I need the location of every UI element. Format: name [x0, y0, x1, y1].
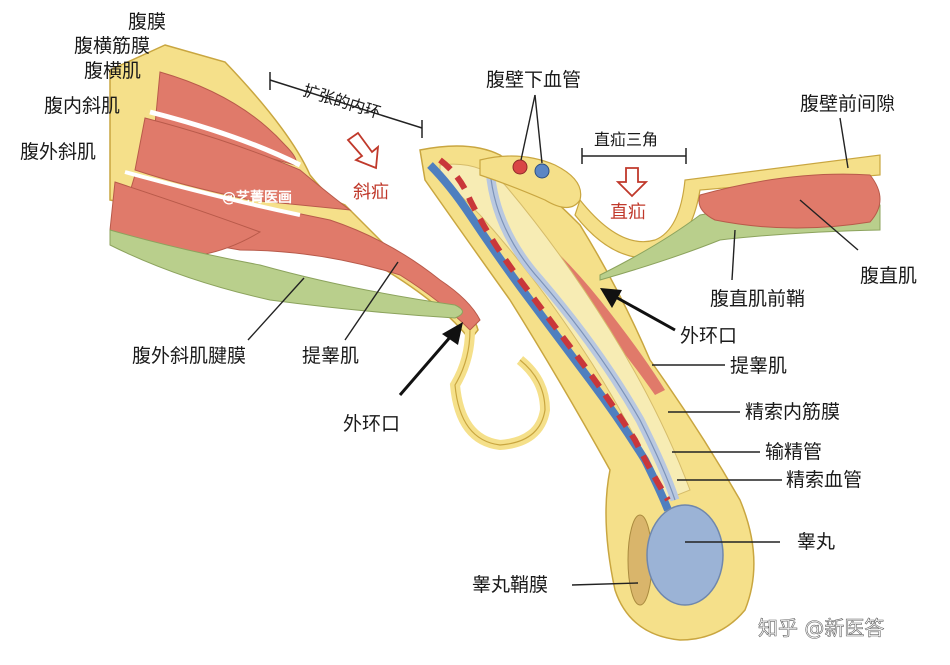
label-transversus-muscle: 腹横肌 [84, 60, 141, 82]
zhihu-logo-text: 知乎 @新医答 [758, 616, 884, 640]
testis [646, 504, 724, 606]
indirect-hernia-arrow [346, 131, 380, 170]
label-vas-deferens: 输精管 [765, 441, 822, 463]
label-external-oblique: 腹外斜肌 [20, 141, 96, 163]
label-spermatic-vessels: 精索血管 [786, 469, 862, 491]
leader-lines [247, 94, 859, 586]
label-hesselbach-triangle: 直疝三角 [594, 130, 658, 149]
label-cremaster-right: 提睾肌 [730, 355, 787, 377]
label-rectus-abdominis: 腹直肌 [860, 265, 917, 287]
label-external-ring-left: 外环口 [343, 413, 400, 435]
watermark: @艺菁医画 [222, 189, 292, 206]
epigastric-vein [534, 163, 550, 179]
internal-ring-bracket [269, 72, 423, 138]
internal-spermatic-fascia [439, 163, 691, 501]
label-peritoneum: 腹膜 [128, 11, 166, 33]
label-testis: 睾丸 [797, 531, 835, 553]
label-direct-hernia: 直疝 [610, 202, 646, 223]
direct-triangle-bracket [581, 148, 687, 164]
direct-hernia-arrow [615, 167, 649, 198]
epigastric-artery [512, 159, 528, 175]
label-external-ring-right: 外环口 [680, 325, 737, 347]
external-ring-arrow-right [600, 288, 676, 332]
label-dilated-internal-ring: 扩张的内环 [301, 81, 383, 123]
label-external-oblique-aponeurosis: 腹外斜肌腱膜 [132, 345, 246, 367]
labels: 腹膜 腹横筋膜 腹横肌 腹内斜肌 腹外斜肌 扩张的内环 斜疝 腹壁下血管 直疝三… [20, 11, 917, 640]
label-transversalis-fascia: 腹横筋膜 [74, 35, 150, 57]
label-cremaster-left: 提睾肌 [302, 345, 359, 367]
rectus-abdominis [698, 173, 881, 229]
label-preperitoneal-space: 腹壁前间隙 [800, 93, 895, 115]
label-internal-spermatic-fascia: 精索内筋膜 [745, 401, 840, 423]
abdominal-wall-left [109, 44, 481, 342]
internal-oblique-muscle [134, 117, 352, 211]
label-rectus-sheath: 腹直肌前鞘 [710, 288, 805, 310]
label-internal-oblique: 腹内斜肌 [44, 95, 120, 117]
label-inferior-epigastric-vessels: 腹壁下血管 [486, 69, 581, 91]
label-tunica-vaginalis: 睾丸鞘膜 [472, 574, 548, 596]
label-indirect-hernia: 斜疝 [353, 182, 389, 203]
external-ring-arrow-left [398, 322, 463, 396]
spermatic-artery [438, 157, 671, 502]
